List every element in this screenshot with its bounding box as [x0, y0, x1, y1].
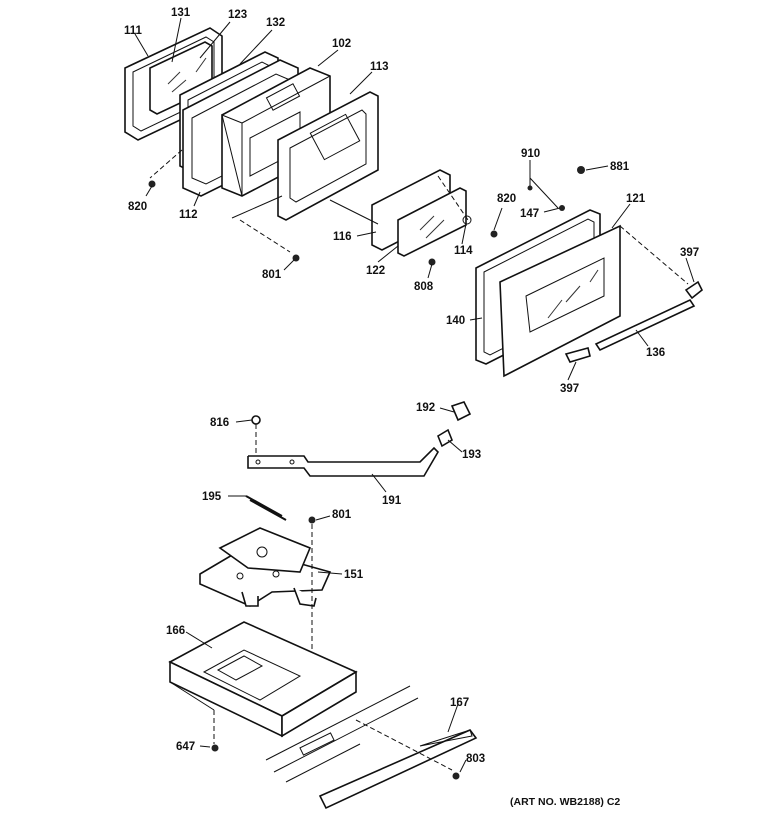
callout-192: 192	[416, 402, 435, 414]
callout-820-upper: 820	[128, 201, 147, 213]
callout-122: 122	[366, 265, 385, 277]
latch-arm-assembly	[247, 401, 472, 477]
callout-113: 113	[370, 61, 389, 73]
callout-808: 808	[414, 281, 434, 293]
part-191-latch-arm	[247, 446, 440, 477]
art-number: (ART NO. WB2188) C2	[510, 796, 620, 808]
callout-132: 132	[266, 17, 285, 29]
callout-881: 881	[610, 161, 630, 173]
callout-647: 647	[176, 741, 195, 753]
callout-801-upper: 801	[262, 269, 282, 281]
part-193-clip	[437, 428, 453, 448]
callout-116: 116	[333, 231, 352, 243]
callout-397-upper: 397	[680, 247, 699, 259]
callout-816: 816	[210, 417, 229, 429]
leader-lines	[134, 17, 695, 773]
outer-door-assembly	[475, 166, 704, 378]
callout-193: 193	[462, 449, 481, 461]
callout-labels: 111 131 123 132 102 113 820 112 116 801 …	[124, 7, 699, 808]
callout-191: 191	[382, 495, 402, 507]
part-136-door-handle	[564, 280, 704, 363]
callout-102: 102	[332, 38, 351, 50]
callout-397-lower: 397	[560, 383, 579, 395]
part-167-kickplate	[265, 685, 478, 810]
part-195-spring	[245, 495, 283, 517]
callout-121: 121	[626, 193, 646, 205]
part-151-latch-plate	[199, 527, 332, 607]
callout-112: 112	[179, 209, 198, 221]
callout-195: 195	[202, 491, 222, 503]
callout-151: 151	[344, 569, 364, 581]
callout-801-lower: 801	[332, 509, 352, 521]
callout-136: 136	[646, 347, 665, 359]
callout-803: 803	[466, 753, 485, 765]
part-113-inner-panel	[277, 91, 379, 221]
latch-mechanism	[199, 495, 332, 690]
glass-pack-assembly	[329, 169, 498, 266]
callout-114: 114	[454, 245, 473, 257]
inner-door-assembly	[124, 27, 379, 262]
callout-147: 147	[520, 208, 539, 220]
callout-111: 111	[124, 25, 143, 37]
part-121-door-panel	[499, 224, 621, 378]
part-166-drawer-pan	[168, 621, 358, 752]
callout-140: 140	[446, 315, 465, 327]
callout-131: 131	[171, 7, 191, 19]
callout-166: 166	[166, 625, 185, 637]
callout-123: 123	[228, 9, 247, 21]
part-816-screw	[251, 415, 261, 425]
callout-910: 910	[521, 148, 540, 160]
callout-820-right: 820	[497, 193, 516, 205]
part-192-bracket	[450, 401, 472, 422]
callout-167: 167	[450, 697, 469, 709]
